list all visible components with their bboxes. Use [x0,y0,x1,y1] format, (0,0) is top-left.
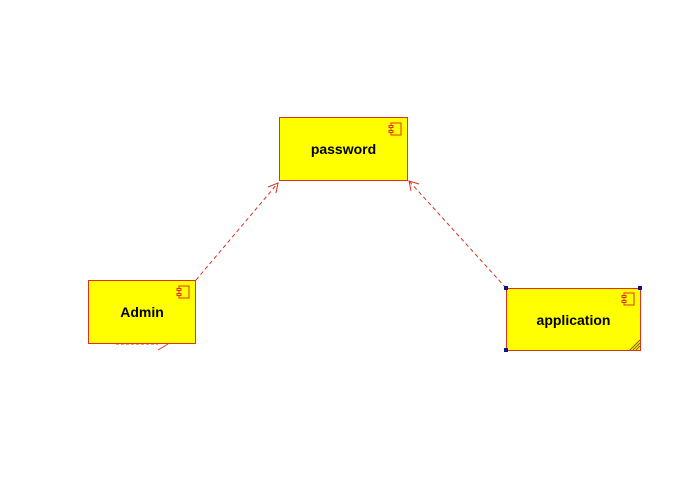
node-password[interactable]: password [279,117,408,181]
node-application[interactable]: application [506,288,641,351]
node-label: Admin [120,304,164,320]
arrowhead-open [267,182,279,194]
selection-handle-top-left[interactable] [504,286,508,290]
component-icon [621,292,635,306]
resize-grip-icon[interactable] [628,338,640,350]
admin-stub-connector [116,343,169,351]
node-label: application [536,311,611,328]
selection-handle-top-right[interactable] [638,286,642,290]
selection-handle-bottom-left[interactable] [504,348,508,352]
edge-admin-to-password[interactable] [195,182,279,281]
node-label: password [310,141,377,157]
edge-application-to-password[interactable] [408,180,507,289]
component-icon [176,285,190,299]
node-admin[interactable]: Admin [88,280,196,344]
component-icon [388,122,402,136]
arrowhead-open [408,180,420,192]
